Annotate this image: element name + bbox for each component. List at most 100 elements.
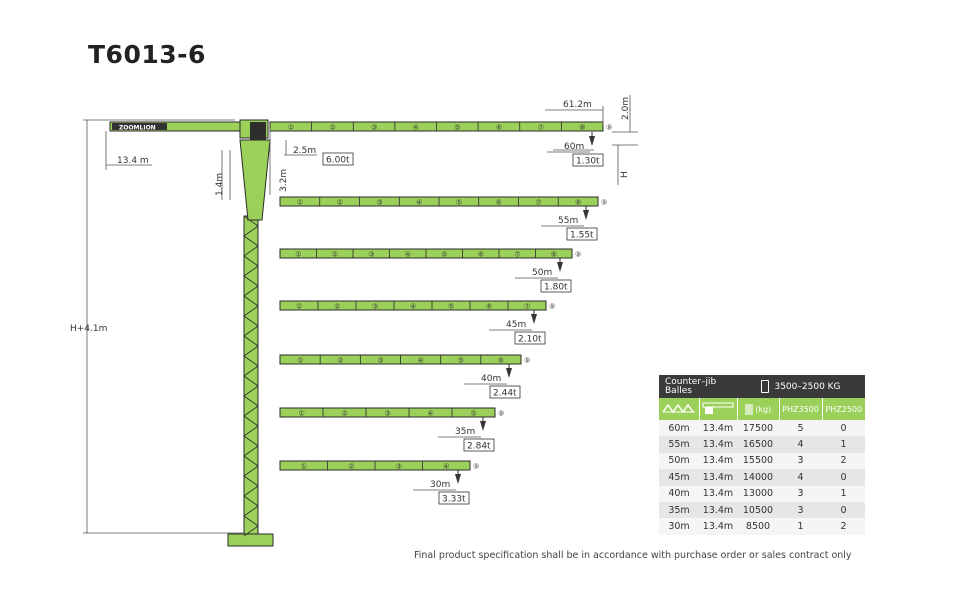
weight-col: (kg) — [736, 398, 779, 420]
min-radius: 2.5m — [293, 146, 316, 156]
table-cell: 50m — [659, 452, 699, 470]
section-label: ④ — [410, 303, 416, 311]
table-cell: 30m — [659, 518, 699, 535]
head-height: 1.4m — [215, 173, 225, 196]
section-label: ③ — [371, 124, 377, 132]
tip-label: ⑨ — [606, 124, 612, 132]
min-load-box: 6.00t — [322, 152, 354, 166]
table-cell: 2 — [822, 518, 866, 535]
section-label: ⑧ — [575, 199, 581, 207]
section-label: ⑥ — [496, 124, 502, 132]
apex-height: 3.2m — [279, 169, 289, 192]
section-label: ⑧ — [579, 124, 585, 132]
table-cell: 13.4m — [699, 485, 737, 502]
table-cell: 13000 — [737, 485, 779, 502]
hook-2: 50m 1.80t — [515, 258, 572, 293]
top-clearance: 2.0m — [621, 97, 631, 120]
table-cell: 60m — [659, 420, 699, 437]
table-cell: 3 — [779, 452, 822, 470]
section-label: ① — [297, 357, 303, 365]
section-label: ① — [301, 463, 307, 471]
section-label: ⑦ — [535, 199, 541, 207]
section-label: ② — [337, 199, 343, 207]
table-cell: 13.4m — [699, 420, 737, 437]
max-radius: 61.2m — [563, 100, 592, 110]
config-length: 60m — [564, 142, 584, 152]
section-label: ③ — [368, 251, 374, 259]
table-cell: 3 — [779, 501, 822, 519]
section-label: ⑥ — [486, 303, 492, 311]
config-load: 1.55t — [570, 231, 594, 241]
section-label: ① — [296, 303, 302, 311]
section-label: ④ — [443, 463, 449, 471]
section-label: ④ — [405, 251, 411, 259]
jib-length-icon — [659, 398, 699, 420]
table-cell: 16500 — [737, 436, 779, 453]
table-cell: 35m — [659, 501, 699, 519]
table-cell: 14000 — [737, 469, 779, 486]
table-cell: 45m — [659, 469, 699, 486]
footnote: Final product specification shall be in … — [414, 550, 852, 561]
weight-block-icon — [761, 380, 770, 393]
dimension-labels: 13.4 m 1.4m 3.2m H+4.1m 2.5m 61.2m 2.0m … — [70, 97, 631, 334]
section-label: ⑧ — [551, 251, 557, 259]
tower-height: H+4.1m — [70, 324, 107, 334]
section-label: ② — [337, 357, 343, 365]
section-label: ⑦ — [514, 251, 520, 259]
table-cell: 1 — [822, 436, 866, 453]
tip-label: ⑨ — [575, 251, 581, 259]
table-cell: 0 — [822, 501, 866, 519]
crane-base — [227, 533, 274, 547]
section-label: ① — [297, 199, 303, 207]
brand-logo: ZOOMLION — [119, 125, 156, 132]
section-label: ① — [299, 410, 305, 418]
section-label: ⑤ — [441, 251, 447, 259]
table-cell: 55m — [659, 436, 699, 453]
section-label: ② — [342, 410, 348, 418]
section-label: ③ — [377, 357, 383, 365]
page-title: T6013-6 — [88, 40, 206, 69]
table-cell: 10500 — [737, 501, 779, 519]
counterweight-table: Counter–jib Balles 3500–2500 KG (kg) PHZ… — [659, 375, 866, 535]
section-label: ① — [288, 124, 294, 132]
dimension-lines — [83, 95, 638, 534]
config-length: 50m — [532, 268, 552, 278]
section-label: ③ — [376, 199, 382, 207]
table-cell: 13.4m — [699, 452, 737, 470]
section-label: ⑤ — [458, 357, 464, 365]
section-label: ⑤ — [448, 303, 454, 311]
table-cell: 4 — [779, 436, 822, 453]
weight-icon — [744, 403, 753, 415]
section-label: ④ — [416, 199, 422, 207]
tower-mast — [243, 215, 259, 537]
config-load: 2.84t — [467, 442, 491, 452]
table-cell: 17500 — [737, 420, 779, 437]
table-cell: 13.4m — [699, 518, 737, 535]
tip-label: ⑨ — [473, 463, 479, 471]
table-cell: 0 — [822, 469, 866, 486]
table-cell: 2 — [822, 452, 866, 470]
config-length: 30m — [430, 480, 450, 490]
config-load: 1.80t — [544, 283, 568, 293]
section-label: ③ — [372, 303, 378, 311]
table-cell: 1 — [822, 485, 866, 502]
section-label: ⑤ — [456, 199, 462, 207]
section-label: ⑥ — [496, 199, 502, 207]
section-label: ⑦ — [538, 124, 544, 132]
crane-head — [239, 139, 271, 221]
